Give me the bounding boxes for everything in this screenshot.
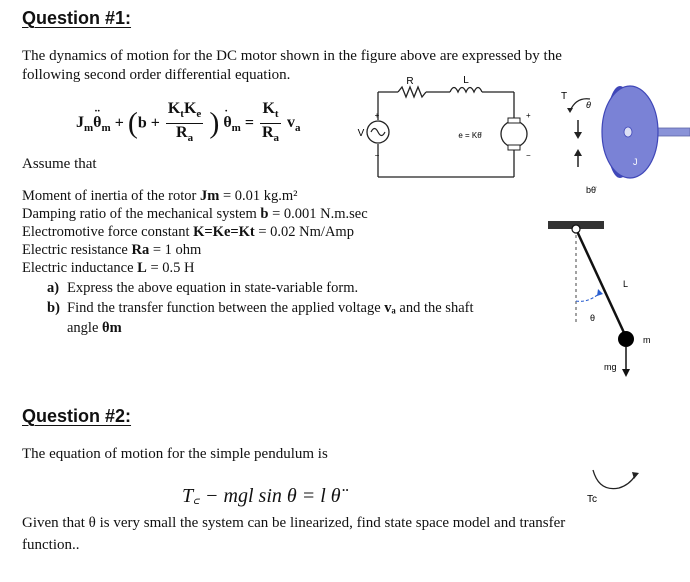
item-a: a)Express the above equation in state-va… bbox=[47, 280, 359, 296]
theta-label: θ bbox=[586, 100, 591, 110]
given-damping: Damping ratio of the mechanical system b… bbox=[22, 206, 368, 222]
tc-label: Tc bbox=[587, 494, 597, 505]
inertia-label: J bbox=[633, 157, 638, 167]
rotor-disk-diagram: T θ bθ̇ J bbox=[561, 85, 690, 195]
question-2-given: Given that θ is very small the system ca… bbox=[22, 515, 566, 553]
back-emf-label: e = Kθ̇ bbox=[458, 131, 482, 140]
svg-text:+: + bbox=[526, 111, 531, 120]
pendulum-equation: T꜀ − mgl sin θ = l θ̈ bbox=[182, 485, 341, 507]
question-1-heading: Question #1: bbox=[22, 8, 132, 28]
givens-list: Moment of inertia of the rotor Jm = 0.01… bbox=[22, 187, 368, 277]
torque-label: T bbox=[561, 91, 567, 102]
given-resistance: Electric resistance Ra = 1 ohm bbox=[22, 242, 202, 258]
assume-label: Assume that bbox=[22, 156, 97, 172]
question-1-items: a)Express the above equation in state-va… bbox=[47, 279, 474, 337]
question-2-intro: The equation of motion for the simple pe… bbox=[22, 446, 328, 462]
svg-text:+: + bbox=[375, 111, 380, 120]
pendulum-bob bbox=[618, 331, 634, 347]
motor-icon bbox=[500, 120, 528, 148]
pendulum-length-label: L bbox=[623, 279, 628, 289]
friction-label: bθ̇ bbox=[586, 185, 597, 195]
pendulum-rod bbox=[574, 228, 628, 338]
item-b-continued: angle θm bbox=[67, 320, 122, 336]
dc-motor-circuit-diagram: + − + − R L V e = Kθ̇ bbox=[358, 75, 531, 178]
question-2-heading: Question #2: bbox=[22, 406, 132, 426]
inductor-symbol bbox=[449, 86, 483, 94]
pendulum-mass-label: m bbox=[643, 335, 651, 345]
given-inductance: Electric inductance L = 0.5 H bbox=[22, 260, 195, 276]
given-emf-constant: Electromotive force constant K=Ke=Kt = 0… bbox=[22, 224, 354, 240]
torque-arrow-diagram: Tc bbox=[587, 469, 639, 505]
pendulum-diagram: θ L m mg bbox=[548, 221, 651, 377]
resistor-symbol bbox=[397, 85, 427, 99]
svg-text:−: − bbox=[526, 151, 531, 160]
question-1-intro: The dynamics of motion for the DC motor … bbox=[22, 48, 562, 83]
inductor-label: L bbox=[463, 75, 469, 86]
item-b: b)Find the transfer function between the… bbox=[47, 300, 474, 316]
pendulum-weight-label: mg bbox=[604, 362, 617, 372]
given-inertia: Moment of inertia of the rotor Jm = 0.01… bbox=[22, 188, 298, 204]
svg-text:−: − bbox=[375, 151, 380, 160]
voltage-label: V bbox=[358, 128, 365, 139]
pendulum-angle-label: θ bbox=[590, 313, 595, 323]
resistor-label: R bbox=[406, 76, 413, 87]
